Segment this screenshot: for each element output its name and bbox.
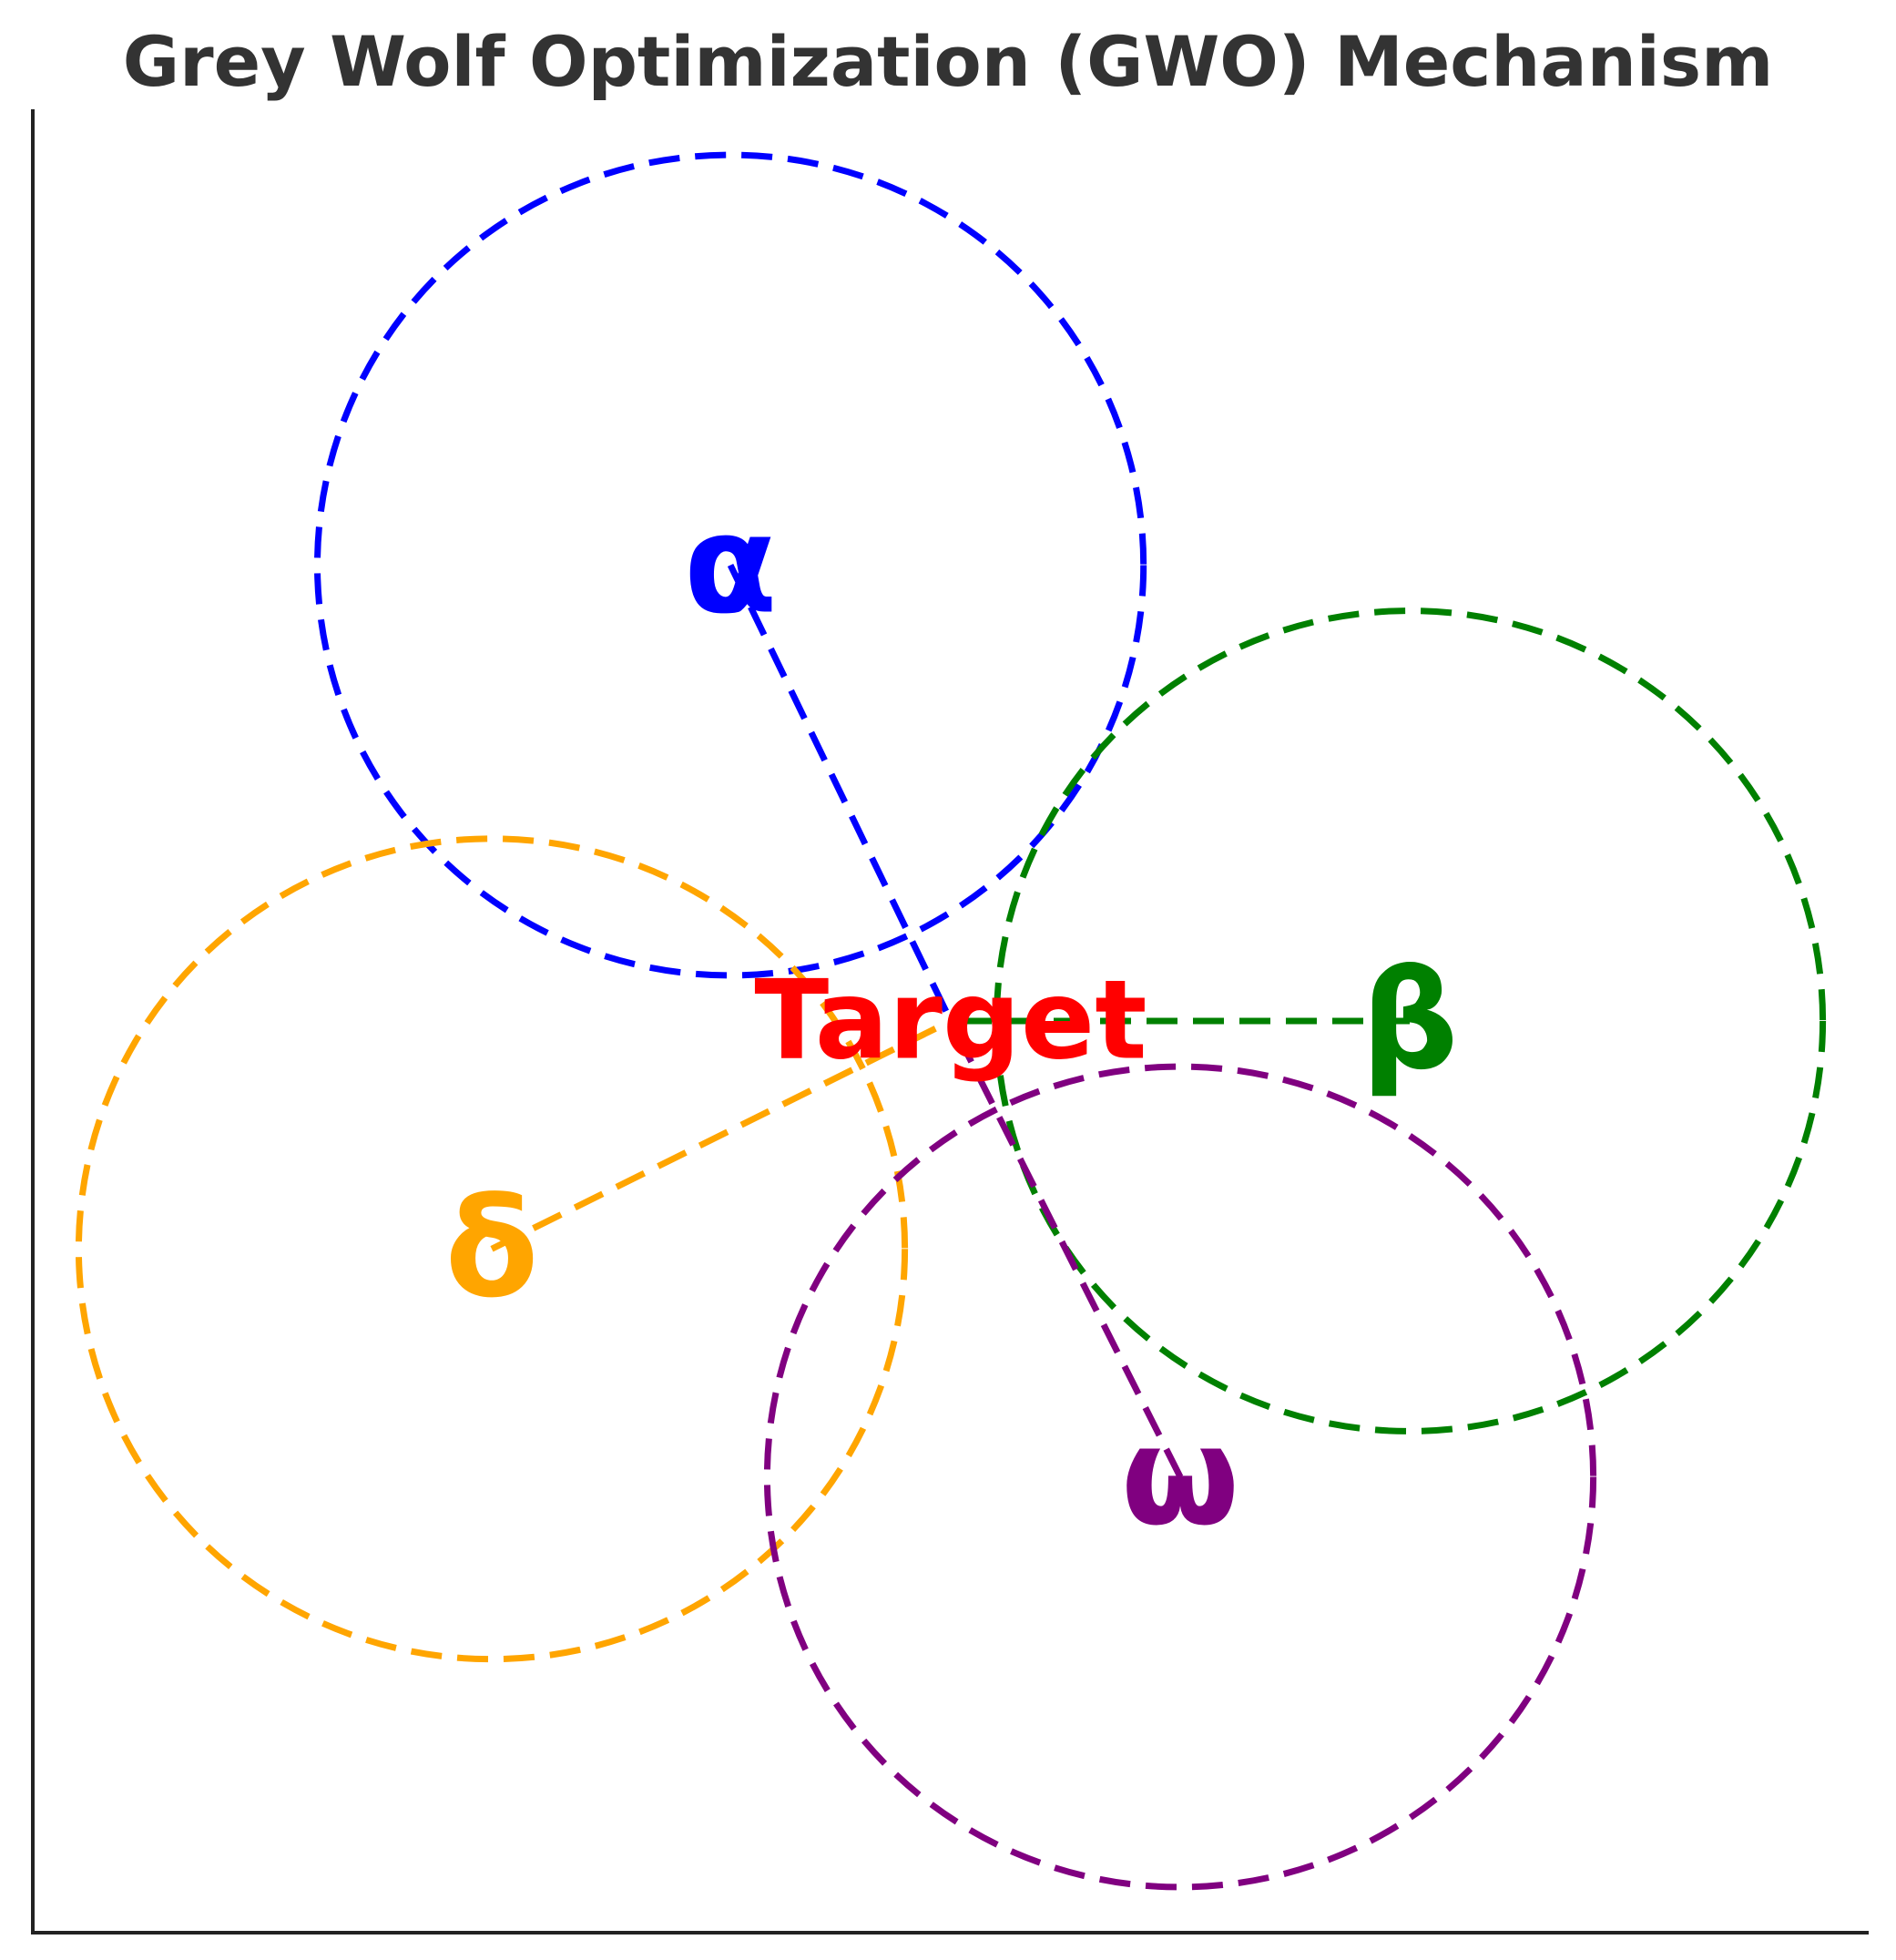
delta-to-target-line: [490, 1017, 953, 1252]
wolf-labels: α β δ ω: [444, 486, 1458, 1557]
omega-range-circle: [763, 1063, 1597, 1891]
delta-range-circle: [75, 835, 909, 1663]
beta-range-circle: [993, 607, 1827, 1434]
omega-to-target-line: [947, 1019, 1184, 1479]
omega-label: ω: [1121, 1398, 1239, 1557]
target-label: Target: [754, 958, 1147, 1085]
alpha-to-target-line: [727, 563, 954, 1023]
beta-label: β: [1361, 942, 1458, 1100]
diagram-title: Grey Wolf Optimization (GWO) Mechanism: [123, 21, 1774, 102]
range-circles: [75, 151, 1827, 1891]
alpha-label: α: [684, 486, 778, 645]
alpha-range-circle: [313, 151, 1147, 979]
delta-label: δ: [444, 1169, 538, 1328]
link-lines: [490, 563, 1410, 1479]
